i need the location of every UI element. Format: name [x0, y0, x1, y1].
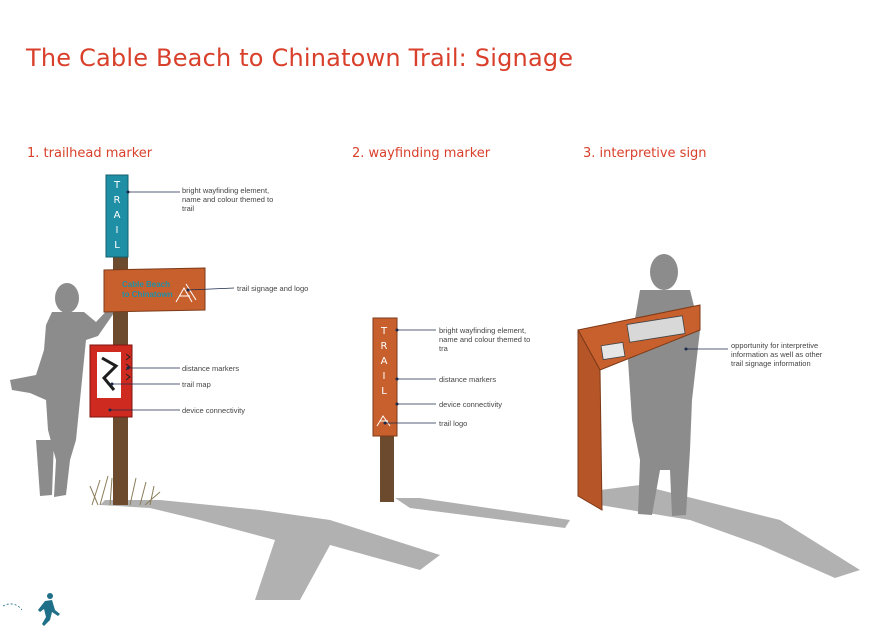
blade-letter: I [116, 225, 119, 236]
person-silhouette-1 [10, 283, 116, 497]
svg-text:L: L [381, 386, 387, 397]
wayfinding-blade [372, 317, 398, 437]
annotation-trail-logo: trail logo [439, 419, 468, 428]
interpretive-sign [577, 254, 728, 516]
heading-trailhead-marker: 1. trailhead marker [27, 146, 153, 161]
blade-letter: R [114, 195, 121, 206]
svg-text:R: R [381, 341, 388, 352]
annotation-distance-markers-2: distance markers [439, 375, 497, 384]
blade-letter: T [113, 180, 121, 191]
ground-shadows [100, 485, 860, 600]
interpretive-graphic-panel [626, 315, 686, 343]
annotation-wayfinding-element: bright wayfinding element, name and colo… [182, 186, 274, 213]
wayfinding-marker: T R A I L [372, 317, 436, 502]
svg-text:I: I [383, 371, 386, 382]
runner-logo-icon [38, 593, 60, 626]
panel-text-line2: to Chinatown [122, 290, 173, 299]
heading-interpretive-sign: 3. interpretive sign [583, 146, 707, 161]
annotation-interpretive-info: opportunity for interpretive information… [731, 341, 823, 368]
wayfinding-post [380, 430, 394, 502]
trail-blade-blue [105, 174, 129, 258]
annotation-trail-signage: trail signage and logo [237, 284, 309, 293]
annotation-trail-map: trail map [182, 380, 211, 389]
trail-path-icon [2, 603, 23, 611]
interpretive-leg [577, 329, 603, 511]
trailhead-leader-lines [110, 191, 235, 411]
annotation-device-connectivity: device connectivity [182, 406, 245, 415]
annotation-wayfinding-element-2: bright wayfinding element, name and colo… [439, 326, 531, 353]
person-silhouette-3 [628, 254, 700, 516]
svg-text:T: T [380, 326, 388, 337]
heading-wayfinding-marker: 2. wayfinding marker [352, 146, 491, 161]
annotation-device-connectivity-2: device connectivity [439, 400, 502, 409]
panel-text-line1: Cable Beach [122, 280, 170, 289]
interpretive-info-panel [600, 341, 626, 361]
svg-text:A: A [381, 356, 388, 367]
annotation-distance-markers: distance markers [182, 364, 240, 373]
blade-letter: A [114, 210, 121, 221]
page-title: The Cable Beach to Chinatown Trail: Sign… [26, 44, 574, 72]
trail-signage-panel [103, 267, 206, 313]
wayfinding-leader-lines [385, 329, 436, 424]
runner-logo-icon [175, 283, 197, 303]
blade-letter: L [114, 240, 120, 251]
trailhead-marker: T R A I L Cable Beach to Chinatown [10, 174, 235, 506]
